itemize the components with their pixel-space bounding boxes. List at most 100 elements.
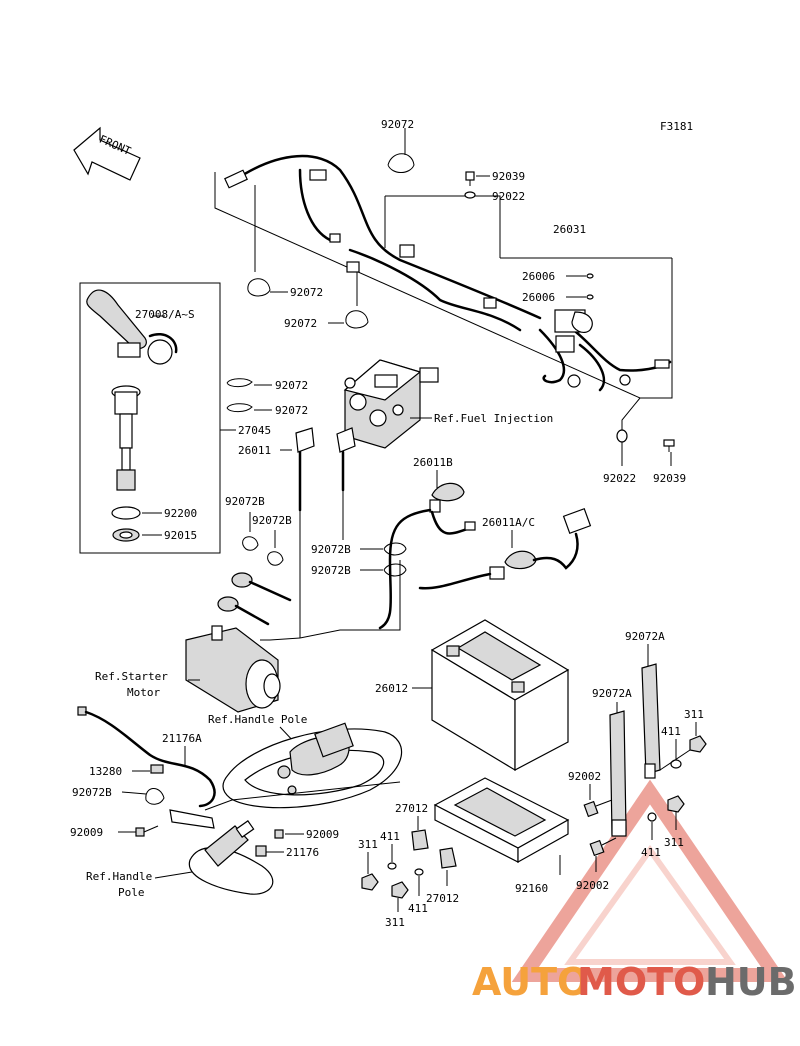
part-26011ac: 26011A/C — [482, 516, 535, 529]
part-92072a-mid: 92072A — [592, 687, 632, 700]
handle-pole-icon — [222, 722, 403, 809]
part-92072-c: 92072 — [275, 379, 308, 392]
washer-icon — [111, 506, 141, 520]
battery-icon — [430, 619, 570, 772]
part-13280: 13280 — [89, 765, 122, 778]
ref-starter-line2: Motor — [127, 686, 160, 699]
bolt-icon — [583, 799, 613, 818]
starter-motor-icon — [185, 625, 281, 713]
part-92072b-d: 92072B — [311, 564, 351, 577]
watermark-part3: HUB — [705, 960, 797, 1004]
watermark-triangle — [511, 779, 789, 982]
part-26012: 26012 — [375, 682, 408, 695]
ref-starter-line1: Ref.Starter — [95, 670, 168, 683]
part-92072-top: 92072 — [381, 118, 414, 131]
watermark-part1: AUTO — [472, 960, 589, 1004]
nut-icon — [391, 881, 409, 899]
part-92009-a: 92009 — [70, 826, 103, 839]
part-92039-right: 92039 — [653, 472, 686, 485]
part-92009-b: 92009 — [306, 828, 339, 841]
part-92072-left: 92072 — [290, 286, 323, 299]
part-311-c: 311 — [385, 916, 405, 929]
part-92022-top: 92022 — [492, 190, 525, 203]
part-92072b-e: 92072B — [72, 786, 112, 799]
part-27012-b: 27012 — [426, 892, 459, 905]
relay-cable — [295, 427, 356, 638]
battery-strap-icon — [641, 663, 661, 779]
battery-tray-icon — [433, 777, 570, 864]
part-92002-b: 92002 — [576, 879, 609, 892]
washer-icon — [387, 862, 397, 870]
fuse-icon — [586, 273, 594, 279]
clamp-icon — [226, 378, 253, 388]
nut-icon — [361, 873, 379, 891]
part-26011: 26011 — [238, 444, 271, 457]
part-411-b: 411 — [380, 830, 400, 843]
clamp-icon — [345, 310, 369, 329]
washer-icon — [414, 868, 424, 876]
clip-icon — [411, 829, 429, 851]
part-92072-d: 92072 — [275, 404, 308, 417]
front-arrow-icon — [73, 126, 141, 181]
part-92160: 92160 — [515, 882, 548, 895]
figure-code: F3181 — [660, 120, 693, 133]
fuse-icon — [586, 294, 594, 300]
part-92015: 92015 — [164, 529, 197, 542]
clamp-icon — [247, 278, 271, 297]
nut-icon — [689, 735, 707, 753]
clamp-icon — [383, 563, 407, 577]
part-92002-a: 92002 — [568, 770, 601, 783]
part-26006-b: 26006 — [522, 291, 555, 304]
part-92072b-a: 92072B — [225, 495, 265, 508]
part-311-d: 311 — [664, 836, 684, 849]
nut-icon — [667, 795, 685, 813]
part-411-d: 411 — [641, 846, 661, 859]
part-411-a: 411 — [661, 725, 681, 738]
washer-icon — [647, 812, 657, 822]
ref-handle-pole-top: Ref.Handle Pole — [208, 713, 307, 726]
part-92072b-b: 92072B — [252, 514, 292, 527]
part-27045: 27045 — [238, 424, 271, 437]
bracket-icon — [169, 809, 215, 829]
clamp-icon — [242, 536, 259, 551]
sensor-harness-icon — [77, 706, 216, 808]
screw-icon — [135, 825, 159, 837]
part-92039-top: 92039 — [492, 170, 525, 183]
ref-fuel-injection: Ref.Fuel Injection — [434, 412, 553, 425]
ref-handle-pole-line1: Ref.Handle — [86, 870, 152, 883]
part-92072a-top: 92072A — [625, 630, 665, 643]
bolt-icon — [465, 171, 475, 186]
battery-strap-icon — [609, 710, 627, 837]
clamp-icon — [226, 403, 253, 413]
part-311-a: 311 — [684, 708, 704, 721]
clamp-icon — [383, 542, 407, 556]
part-26006-a: 26006 — [522, 270, 555, 283]
part-21176a: 21176A — [162, 732, 202, 745]
part-92200: 92200 — [164, 507, 197, 520]
part-311-b: 311 — [358, 838, 378, 851]
clamp-icon — [267, 551, 284, 566]
part-92072b-c: 92072B — [311, 543, 351, 556]
clamp-icon — [145, 788, 165, 805]
handle-pole-lower-icon — [188, 820, 274, 895]
part-26011b: 26011B — [413, 456, 453, 469]
part-27012-a: 27012 — [395, 802, 428, 815]
part-21176: 21176 — [286, 846, 319, 859]
battery-cable-icon — [418, 508, 592, 590]
part-26031: 26031 — [553, 223, 586, 236]
bolt-icon — [589, 837, 617, 857]
part-411-c: 411 — [408, 902, 428, 915]
bolt-icon — [663, 439, 675, 452]
starter-cable — [217, 572, 301, 641]
part-92022-right: 92022 — [603, 472, 636, 485]
screw-icon — [274, 829, 284, 839]
clamp-icon — [387, 153, 415, 173]
ref-handle-pole-line2: Pole — [118, 886, 145, 899]
main-harness — [214, 154, 673, 399]
ignition-kit-box — [79, 282, 221, 554]
clip-icon — [150, 764, 164, 774]
sensor-icon — [255, 845, 267, 857]
battery-cable-icon — [378, 482, 476, 630]
